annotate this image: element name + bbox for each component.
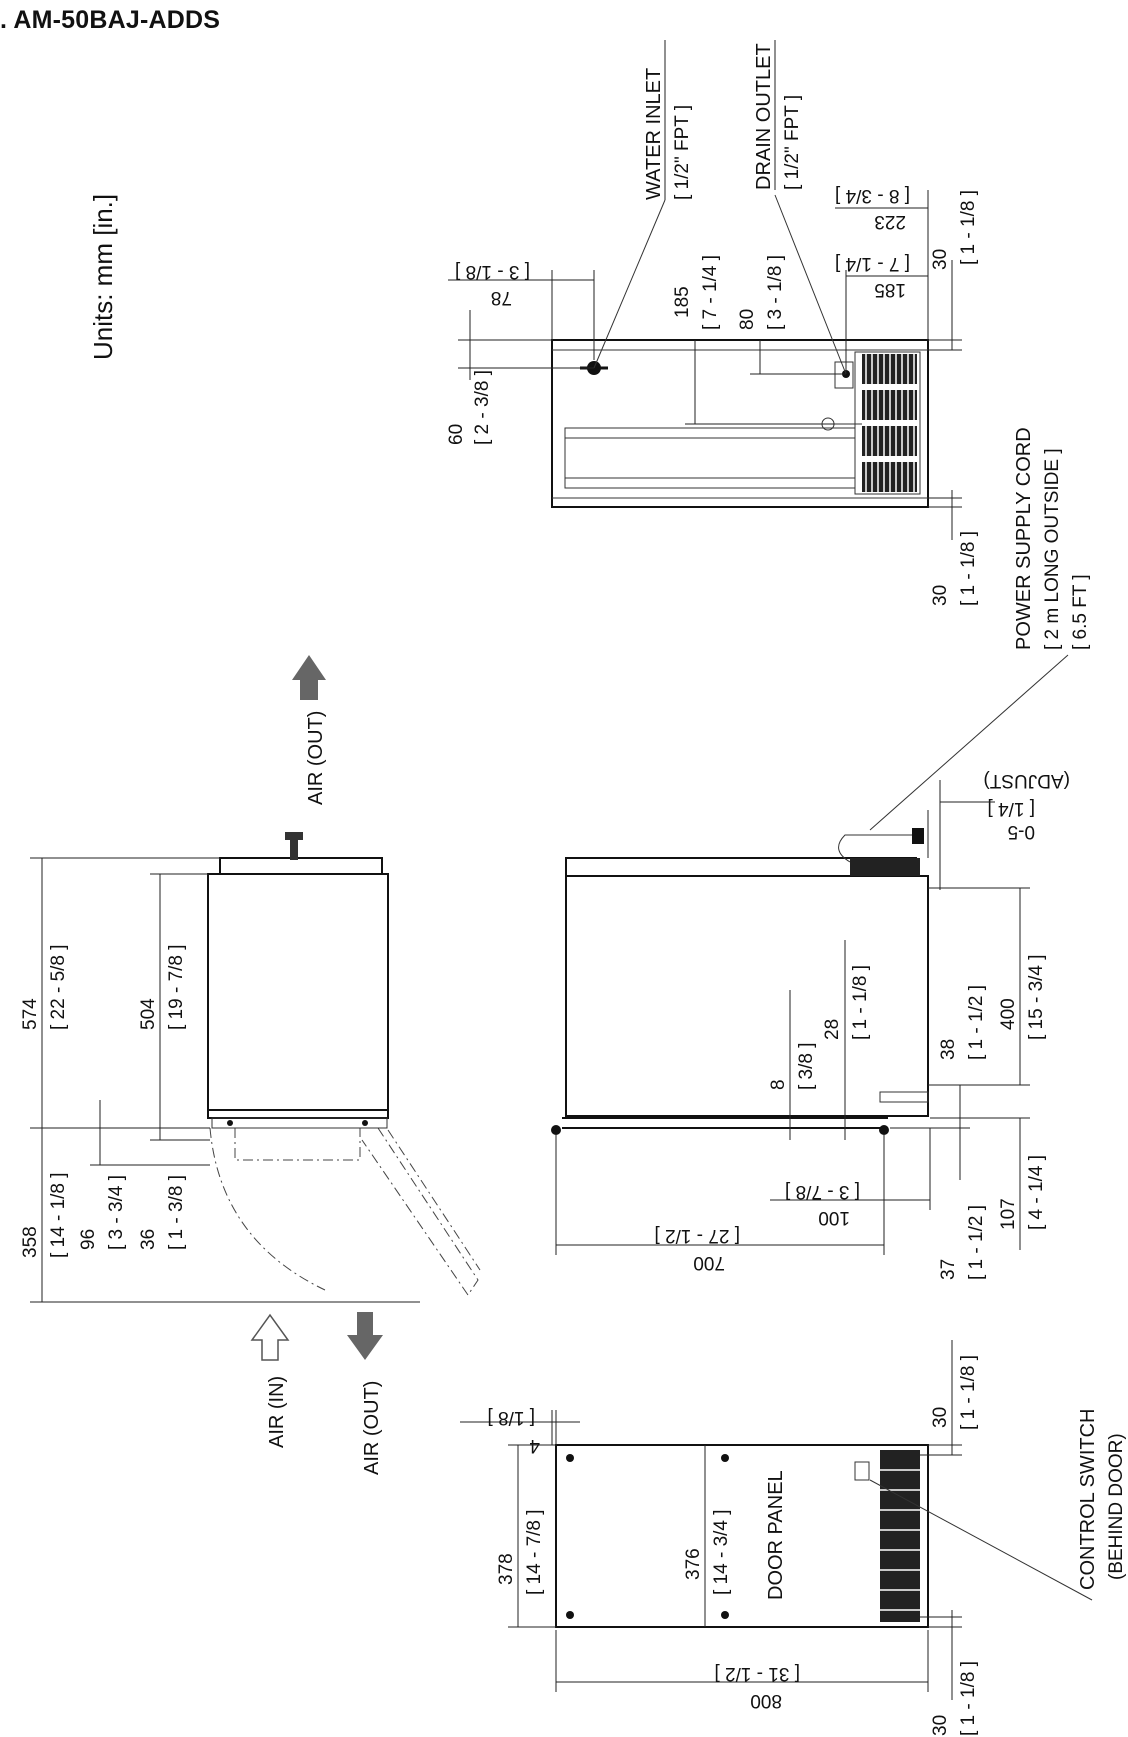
dim-37: 37 [938, 1259, 959, 1280]
adjust-dim: 0-5 [1008, 821, 1035, 842]
dim-574-in: [ 22 - 5/8 ] [48, 944, 69, 1030]
dim-78: 78 [491, 287, 512, 308]
dim-185-bottom: 185 [874, 279, 906, 300]
bottom-view: CONTROL SWITCH (BEHIND DOOR) DOOR PANEL … [460, 1340, 1127, 1736]
side-view: (ADJUST) [ 1/4 ] 0-5 400 [ 15 - 3/4 ] 38… [551, 770, 1070, 1280]
dim-78-in: [ 3 - 1/8 ] [455, 261, 530, 282]
dim-700: 700 [693, 1252, 725, 1273]
dim-30-right-bottom: 30 [930, 1715, 951, 1736]
top-view-grille [862, 354, 917, 492]
model-title: . AM-50BAJ-ADDS [0, 6, 221, 34]
front-view-body [207, 873, 389, 1119]
dim-100: 100 [818, 1207, 850, 1228]
dim-800: 800 [750, 1690, 782, 1711]
drain-outlet-size: [ 1/2" FPT ] [782, 95, 803, 190]
dim-60-in: [ 2 - 3/8 ] [472, 370, 493, 445]
units-label: Units: mm [in.] [88, 194, 118, 360]
dim-358: 358 [20, 1226, 41, 1258]
dim-30-bottom: 30 [930, 585, 951, 606]
dim-96-in: [ 3 - 3/4 ] [106, 1175, 127, 1250]
front-view-cap [219, 857, 383, 875]
control-switch-icon [854, 1461, 870, 1481]
air-out-bottom-label: AIR (OUT) [361, 1381, 383, 1475]
dim-223: 223 [874, 211, 906, 232]
dim-185-top: 185 [672, 286, 693, 318]
dim-37-in: [ 1 - 1/2 ] [966, 1205, 987, 1280]
dim-504-in: [ 19 - 7/8 ] [166, 944, 187, 1030]
dim-376: 376 [683, 1548, 704, 1580]
dim-8-in: [ 3/8 ] [796, 1042, 817, 1090]
top-view: WATER INLET [ 1/2" FPT ] DRAIN OUTLET [ … [446, 40, 979, 606]
dim-38: 38 [938, 1039, 959, 1060]
bottom-view-grille [880, 1450, 920, 1622]
dim-28-in: [ 1 - 1/8 ] [850, 965, 871, 1040]
power-supply-cord: POWER SUPPLY CORD [ 2 m LONG OUTSIDE ] [… [869, 427, 1091, 831]
adjust-label: (ADJUST) [983, 770, 1070, 791]
side-view-grille [850, 858, 920, 876]
dim-107-in: [ 4 - 1/4 ] [1026, 1155, 1047, 1230]
dim-185-bottom-in: [ 7 - 1/4 ] [835, 253, 910, 274]
dim-800-in: [ 31 - 1/2 ] [714, 1663, 800, 1684]
dim-60: 60 [446, 424, 467, 445]
dim-96: 96 [78, 1229, 99, 1250]
drain-outlet-label: DRAIN OUTLET [753, 43, 775, 190]
dim-574: 574 [20, 998, 41, 1030]
dim-38-in: [ 1 - 1/2 ] [966, 985, 987, 1060]
air-out-arrow-up-icon [292, 655, 326, 700]
dim-378: 378 [496, 1553, 517, 1585]
dim-28: 28 [822, 1019, 843, 1040]
dim-4-in: [ 1/8 ] [487, 1407, 535, 1428]
dim-30-right-top-in: [ 1 - 1/8 ] [958, 1355, 979, 1430]
door-swing-arc [209, 1127, 326, 1291]
dim-30-top: 30 [930, 249, 951, 270]
dim-378-in: [ 14 - 7/8 ] [524, 1509, 545, 1595]
dim-80: 80 [737, 309, 758, 330]
dim-358-in: [ 14 - 1/8 ] [48, 1172, 69, 1258]
dim-100-in: [ 3 - 7/8 ] [785, 1181, 860, 1202]
dim-30-top-in: [ 1 - 1/8 ] [958, 190, 979, 265]
dim-700-in: [ 27 - 1/2 ] [654, 1225, 740, 1246]
dim-504: 504 [138, 998, 159, 1030]
side-view-body [565, 875, 929, 1117]
dim-36-in: [ 1 - 3/8 ] [166, 1175, 187, 1250]
air-in-arrow-icon [250, 1313, 290, 1361]
dim-36: 36 [138, 1229, 159, 1250]
dim-376-in: [ 14 - 3/4 ] [711, 1509, 732, 1595]
water-inlet-size: [ 1/2" FPT ] [672, 105, 693, 200]
air-out-arrow-down-icon [347, 1312, 383, 1360]
dim-400-in: [ 15 - 3/4 ] [1026, 954, 1047, 1040]
power-cord-line1: POWER SUPPLY CORD [1013, 427, 1035, 650]
dim-223-in: [ 8 - 3/4 ] [835, 185, 910, 206]
faucet-icon [285, 832, 303, 860]
front-view: AIR (OUT) 574 [ 22 - 5/8 ] 358 [ 14 - 1/… [20, 655, 481, 1475]
bottom-view-body [555, 1444, 929, 1628]
dim-80-in: [ 3 - 1/8 ] [765, 255, 786, 330]
dim-30-bottom-in: [ 1 - 1/8 ] [958, 531, 979, 606]
power-cord-line2: [ 2 m LONG OUTSIDE ] [1042, 448, 1063, 650]
dim-30-right-bottom-in: [ 1 - 1/8 ] [958, 1661, 979, 1736]
air-out-top-label: AIR (OUT) [305, 711, 327, 805]
behind-door-label: (BEHIND DOOR) [1106, 1433, 1127, 1580]
dim-400: 400 [998, 998, 1019, 1030]
power-cord-line3: [ 6.5 FT ] [1070, 574, 1091, 650]
dim-30-right-top: 30 [930, 1407, 951, 1428]
control-switch-label: CONTROL SWITCH [1077, 1409, 1099, 1590]
air-in-label: AIR (IN) [266, 1376, 288, 1448]
door-panel-label: DOOR PANEL [765, 1470, 787, 1600]
dim-8: 8 [768, 1079, 789, 1090]
water-inlet-label: WATER INLET [643, 68, 665, 200]
dim-107: 107 [998, 1198, 1019, 1230]
adjust-in: [ 1/4 ] [987, 798, 1035, 819]
dim-185-top-in: [ 7 - 1/4 ] [700, 255, 721, 330]
